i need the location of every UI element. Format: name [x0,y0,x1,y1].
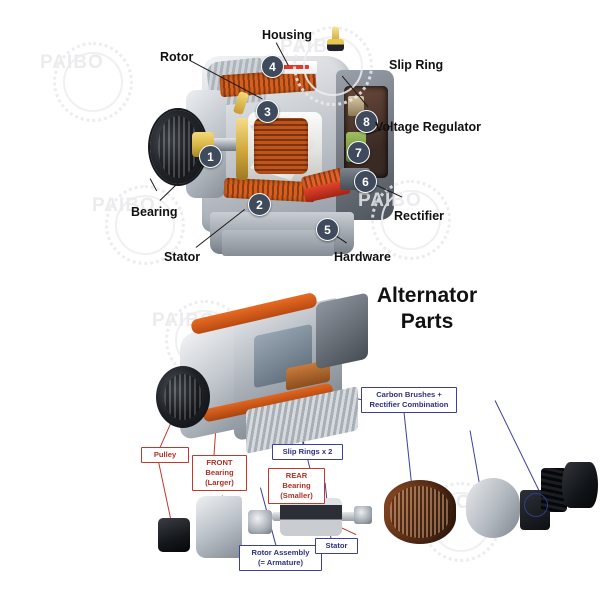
label-bearing: Bearing [131,205,178,219]
badge-number: 4 [269,59,276,74]
badge-number: 6 [362,174,369,189]
badge-number: 8 [363,114,370,129]
page-title: Alternator Parts [352,283,502,335]
label-slip-ring: Slip Ring [389,58,444,72]
brush-holder-highlight-circle [524,493,548,517]
callout-slip-rings[interactable]: Slip Rings x 2 [272,444,343,461]
part-rear-housing [466,478,520,538]
callout-badge-5[interactable]: 5 [316,218,339,241]
badge-number: 7 [355,145,362,160]
label-housing: Housing [262,28,312,42]
cutaway-diagram-panel: 1 2 3 4 5 6 7 8 Rotor Housing Slip Ring … [0,0,600,272]
callout-rear-bearing[interactable]: REAR Bearing (Smaller) [268,468,325,505]
callout-badge-4[interactable]: 4 [261,55,284,78]
housing-base-lower [222,230,334,256]
callout-badge-1[interactable]: 1 [199,145,222,168]
terminal-bolt-icon [327,27,344,51]
alternator-cutaway-illustration [150,52,405,256]
badge-number: 1 [207,149,214,164]
callout-badge-2[interactable]: 2 [248,193,271,216]
callout-badge-8[interactable]: 8 [355,110,378,133]
part-front-bearing [248,510,272,534]
callout-pulley[interactable]: Pulley [141,447,189,464]
label-stator: Stator [164,250,201,264]
part-stator [384,480,456,544]
label-voltage-regulator: Voltage Regulator [375,120,482,134]
label-rotor: Rotor [160,50,194,64]
rotor-field-winding [254,118,308,174]
callout-badge-6[interactable]: 6 [354,170,377,193]
badge-number: 3 [264,104,271,119]
page-title-line2: Parts [400,310,454,334]
callout-badge-7[interactable]: 7 [347,141,370,164]
page-title-line1: Alternator [376,284,478,307]
part-pulley [158,518,190,552]
label-rectifier: Rectifier [394,209,445,223]
badge-number: 2 [256,197,263,212]
brass-bushing [236,118,248,180]
label-hardware: Hardware [334,250,391,264]
callout-rotor-assembly[interactable]: Rotor Assembly (= Armature) [239,545,322,572]
callout-badge-3[interactable]: 3 [256,100,279,123]
exploded-pulley [156,366,210,428]
part-rear-bearing [354,506,372,524]
callout-front-bearing[interactable]: FRONT Bearing (Larger) [192,455,247,492]
callout-stator[interactable]: Stator [315,538,358,555]
badge-number: 5 [324,222,331,237]
part-front-housing [196,496,242,558]
callout-carbon-brushes[interactable]: Carbon Brushes + Rectifier Combination [361,387,457,414]
alternator-exploded-illustration [150,290,380,465]
part-end-cover [562,462,598,508]
part-rotor-assembly [280,498,342,536]
